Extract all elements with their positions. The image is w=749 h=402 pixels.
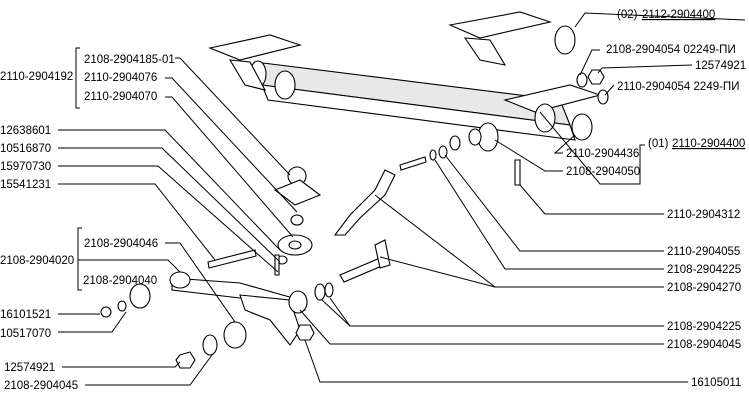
label-washer-2108-2904225-b: 2108-2904225 bbox=[667, 321, 741, 333]
label-part-12638601: 12638601 bbox=[0, 125, 51, 137]
label-assy-01-number: 2110-2904400 bbox=[672, 138, 745, 150]
label-ring-2110-2904070: 2110-2904070 bbox=[84, 91, 157, 103]
small-parts bbox=[100, 69, 609, 369]
label-washer-2108-2904054: 2108-2904054 02249-ПИ bbox=[606, 44, 736, 56]
label-bolt-15541231: 15541231 bbox=[0, 179, 51, 191]
label-assy-01-prefix: (01) bbox=[648, 138, 669, 150]
label-nut-12574921-top: 12574921 bbox=[695, 60, 746, 72]
label-washer-2108-2904045-bottom: 2108-2904045 bbox=[4, 380, 78, 392]
label-nut-16101521: 16101521 bbox=[0, 309, 51, 321]
crossmember-beam bbox=[208, 11, 602, 152]
label-balljoint-2108-2904185-01: 2108-2904185-01 bbox=[84, 54, 175, 66]
label-bushing-2108-2904045-right: 2108-2904045 bbox=[667, 339, 741, 351]
label-cap-2110-2904436: 2110-2904436 bbox=[566, 148, 639, 160]
label-bolt-2110-2904312: 2110-2904312 bbox=[667, 209, 740, 221]
label-arm-2108-2904046: 2108-2904046 bbox=[84, 238, 158, 250]
label-washer-2108-2904225-a: 2108-2904225 bbox=[667, 264, 741, 276]
label-boot-2110-2904076: 2110-2904076 bbox=[84, 72, 157, 84]
label-nut-16105011: 16105011 bbox=[691, 377, 741, 389]
part-labels: (02) 2112-2904400 2108-2904054 02249-ПИ … bbox=[0, 9, 746, 392]
label-strut-2108-2904270: 2108-2904270 bbox=[667, 282, 741, 294]
label-group-2110-2904192: 2110-2904192 bbox=[0, 71, 73, 83]
label-washer-10517070: 10517070 bbox=[0, 328, 51, 340]
label-nut-12574921-bottom: 12574921 bbox=[4, 362, 55, 374]
label-assy-02-prefix: (02) bbox=[617, 9, 638, 21]
label-washer-2110-2904054: 2110-2904054 2249-ПИ bbox=[617, 81, 739, 93]
label-part-2110-2904055: 2110-2904055 bbox=[667, 246, 740, 258]
label-part-10516870: 10516870 bbox=[0, 143, 51, 155]
label-part-15970730: 15970730 bbox=[0, 161, 51, 173]
label-bushing-2108-2904050: 2108-2904050 bbox=[566, 166, 640, 178]
label-assy-02-number: 2112-2904400 bbox=[642, 9, 715, 21]
label-bushing-2108-2904040: 2108-2904040 bbox=[83, 275, 157, 287]
leader-lines bbox=[58, 12, 746, 386]
label-group-2108-2904020: 2108-2904020 bbox=[0, 255, 74, 267]
